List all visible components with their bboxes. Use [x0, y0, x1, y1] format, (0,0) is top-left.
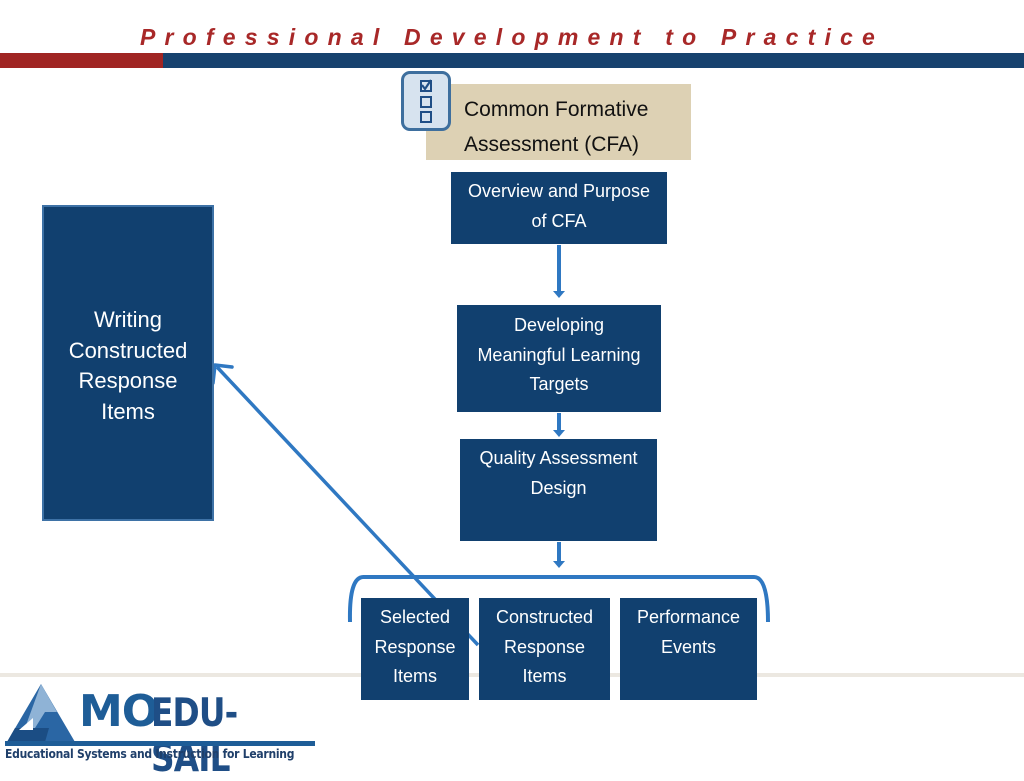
node-label: Overview and Purpose [467, 181, 651, 201]
node-label: Performance [636, 607, 741, 627]
node-label: Events [660, 636, 717, 657]
node-overview-purpose: Overview and Purpose of CFA [451, 172, 667, 244]
logo-mo: MO [79, 686, 159, 737]
cfa-title-line: Assessment (CFA) [464, 133, 640, 156]
node-label: Quality Assessment [479, 448, 638, 468]
node-label: Design [530, 477, 587, 498]
node-label: Response [78, 368, 178, 393]
arrowhead [553, 561, 565, 568]
arrowhead [553, 291, 565, 298]
node-label: Targets [529, 374, 589, 394]
node-constructed-response: Constructed Response Items [479, 598, 610, 700]
node-performance-events: Performance Events [620, 598, 757, 700]
arrowhead [553, 430, 565, 437]
cfa-title-text: Common Formative Assessment (CFA) [464, 92, 686, 162]
cfa-title-box: Common Formative Assessment (CFA) [426, 84, 691, 160]
node-label: Items [522, 666, 567, 686]
node-label: Constructed [68, 337, 188, 363]
node-label: Constructed [495, 607, 594, 627]
group-bracket [347, 575, 770, 623]
node-selected-response: Selected Response Items [361, 598, 469, 700]
header-bar-blue [163, 53, 1024, 68]
node-learning-targets: Developing Meaningful Learning Targets [457, 305, 661, 412]
mountain-sail-logo-icon [7, 684, 75, 742]
node-label: Items [101, 398, 155, 424]
logo-underline [5, 741, 315, 746]
node-label: Meaningful Learning [477, 344, 641, 365]
logo-tagline: Educational Systems and Instruction for … [5, 747, 295, 761]
node-label: Items [392, 666, 437, 686]
node-label: Developing [513, 315, 605, 335]
node-label: Response [503, 636, 586, 657]
mo-edu-sail-logo: MO EDU-SAIL Educational Systems and Inst… [5, 682, 320, 781]
checklist-icon [401, 71, 451, 131]
cfa-title-line: Common Formative [464, 98, 649, 121]
node-label: Response [374, 636, 456, 657]
node-label: of CFA [531, 210, 587, 231]
node-label: Selected [379, 607, 451, 627]
node-quality-design: Quality Assessment Design [460, 439, 657, 541]
node-label: Writing [93, 307, 163, 332]
header-bar-red [0, 53, 163, 68]
node-writing-constructed-response: Writing Constructed Response Items [42, 205, 214, 521]
page-title: Professional Development to Practice [139, 24, 885, 50]
